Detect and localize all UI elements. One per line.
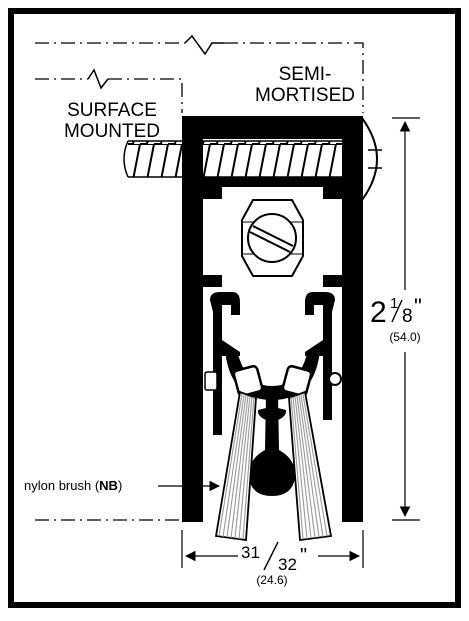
brush-carrier (204, 292, 342, 496)
height-whole-number: 2 (370, 296, 387, 329)
nylon-brush-label: nylon brush (NB) (24, 478, 122, 493)
hex-bolt-icon (241, 199, 304, 277)
reference-lines (35, 42, 364, 521)
nylon-brush-callout: nylon brush (NB) (24, 478, 221, 493)
wood-screw-icon (123, 117, 382, 201)
width-numerator: 31 (241, 543, 260, 562)
aluminum-extrusion (182, 116, 363, 522)
height-unit: " (414, 294, 422, 319)
height-dimension: 2 1 8 " (54.0) (370, 117, 422, 521)
semi-mortised-label-line1: SEMI- (279, 64, 332, 85)
outer-border (8, 8, 461, 608)
width-dimension: 31 32 " (24.6) (181, 530, 364, 587)
width-unit: " (300, 545, 307, 567)
surface-mounted-label-line2: MOUNTED (64, 121, 160, 142)
break-symbols (87, 34, 224, 90)
semi-mortised-label: SEMI- MORTISED (255, 64, 355, 106)
height-denominator: 8 (402, 306, 413, 327)
height-numerator: 1 (390, 295, 398, 312)
width-metric: (24.6) (256, 573, 287, 587)
surface-mounted-label-line1: SURFACE (67, 100, 157, 121)
surface-mounted-label: SURFACE MOUNTED (64, 100, 160, 142)
width-denominator: 32 (278, 555, 297, 574)
brush-strip-icon (214, 364, 333, 542)
height-metric: (54.0) (389, 330, 420, 344)
semi-mortised-label-line2: MORTISED (255, 85, 355, 106)
